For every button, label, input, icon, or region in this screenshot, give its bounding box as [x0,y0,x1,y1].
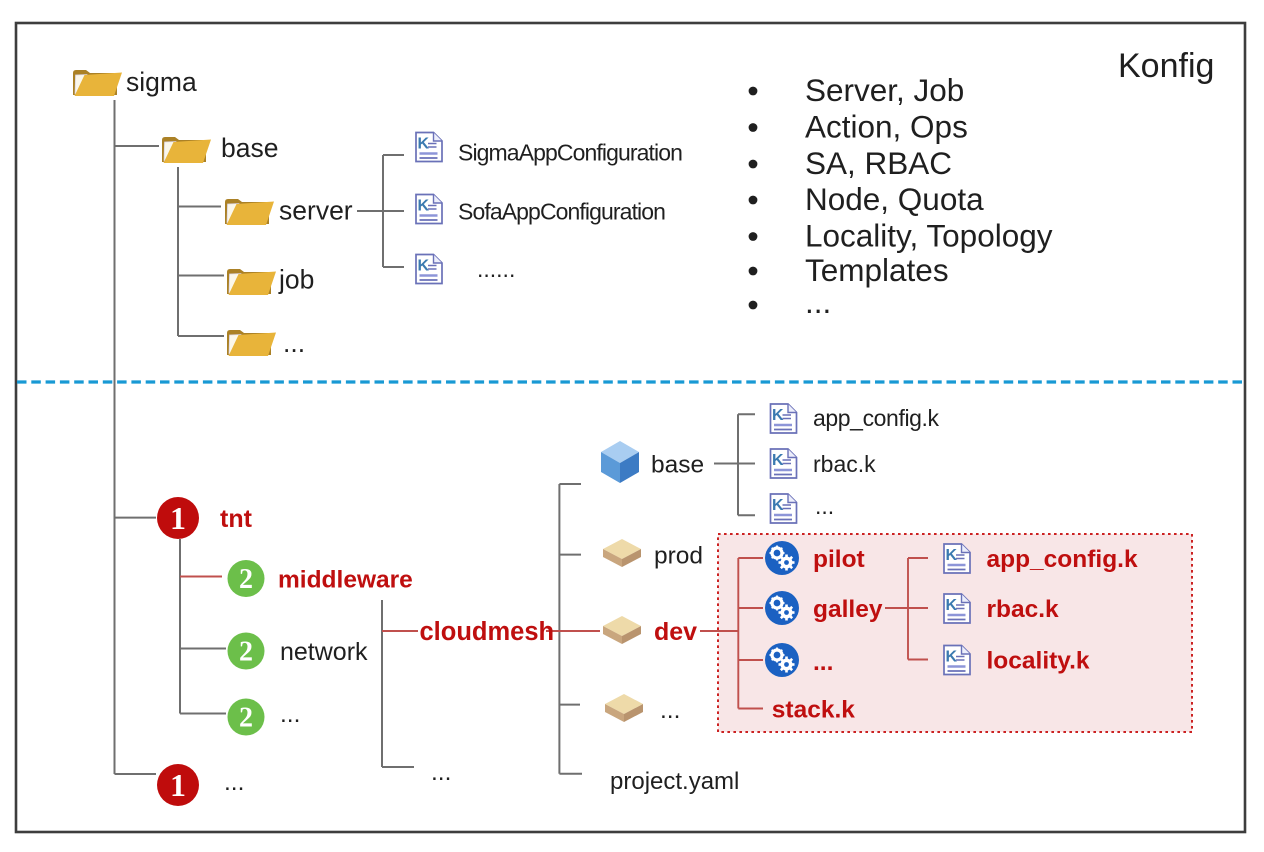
svg-text:2: 2 [239,637,253,668]
svg-text:base: base [221,133,278,163]
svg-text:Templates: Templates [805,252,949,288]
svg-text:Konfig: Konfig [1118,47,1214,85]
svg-text:job: job [278,265,314,295]
svg-text:prod: prod [654,542,703,569]
svg-text:pilot: pilot [813,546,865,573]
svg-text:server: server [279,196,353,226]
svg-text:galley: galley [813,596,883,623]
svg-text:app_config.k: app_config.k [987,546,1138,573]
svg-text:base: base [651,451,704,478]
svg-text:...: ... [813,649,833,676]
svg-text:......: ...... [477,256,515,282]
svg-text:Server, Job: Server, Job [805,72,964,108]
svg-text:SofaAppConfiguration: SofaAppConfiguration [458,199,665,225]
svg-text:2: 2 [239,564,253,595]
svg-text:...: ... [805,284,831,320]
svg-text:SigmaAppConfiguration: SigmaAppConfiguration [458,140,682,166]
svg-text:...: ... [224,769,244,796]
svg-text:Locality, Topology: Locality, Topology [805,218,1053,254]
svg-text:...: ... [280,701,300,728]
svg-text:SA, RBAC: SA, RBAC [805,145,952,181]
svg-text:tnt: tnt [220,505,253,533]
svg-text:...: ... [283,328,305,358]
svg-text:cloudmesh: cloudmesh [420,618,555,646]
svg-text:2: 2 [239,703,253,734]
svg-text:...: ... [431,759,451,786]
svg-text:1: 1 [170,767,186,803]
svg-text:project.yaml: project.yaml [610,768,739,795]
svg-text:Node, Quota: Node, Quota [805,181,984,217]
svg-text:dev: dev [654,618,697,646]
svg-text:rbac.k: rbac.k [813,451,876,477]
svg-text:locality.k: locality.k [987,648,1090,675]
svg-text:...: ... [815,493,834,519]
svg-text:app_config.k: app_config.k [813,405,940,431]
svg-text:middleware: middleware [278,566,413,593]
svg-text:Action, Ops: Action, Ops [805,109,968,145]
svg-text:sigma: sigma [126,67,197,97]
svg-text:network: network [280,638,368,666]
svg-text:stack.k: stack.k [772,697,855,724]
svg-text:...: ... [660,697,680,724]
svg-text:rbac.k: rbac.k [987,596,1060,623]
svg-text:1: 1 [170,500,186,536]
